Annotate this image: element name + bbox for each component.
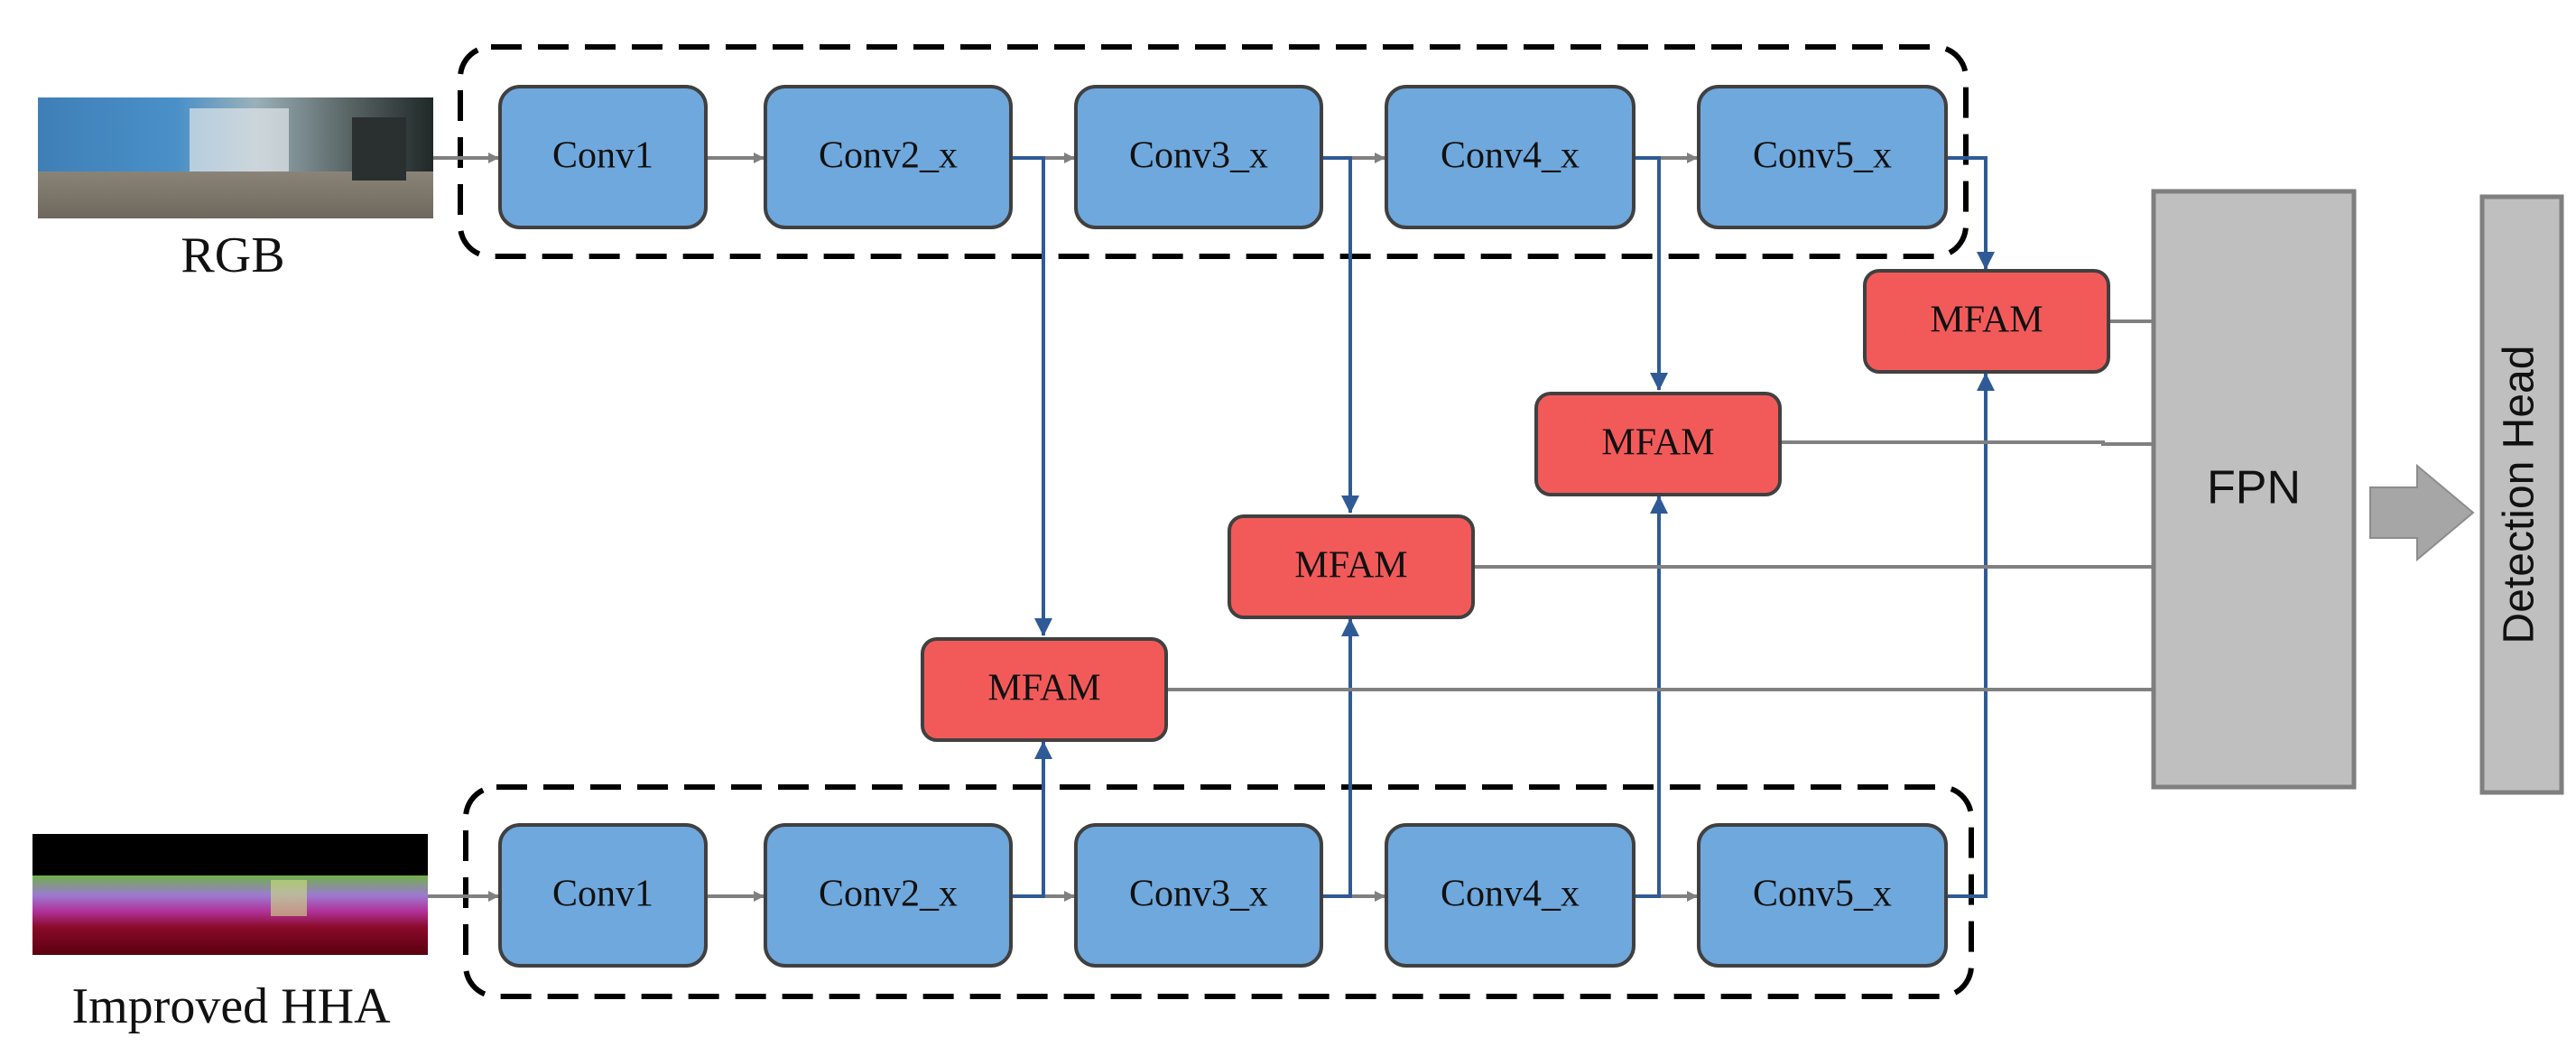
mfam-module-1-label: MFAM: [987, 668, 1100, 709]
rgb-conv3-label: Conv3_x: [1129, 135, 1268, 177]
rgb-conv2-label: Conv2_x: [819, 135, 958, 177]
hha-conv2-label: Conv2_x: [819, 874, 958, 915]
hha-conv2-block: Conv2_x: [764, 823, 1013, 968]
hha-conv5-label: Conv5_x: [1753, 874, 1892, 915]
mfam-module-1: MFAM: [921, 637, 1168, 742]
detection-head-block: Detection Head: [2479, 194, 2564, 795]
hha-label: Improved HHA: [71, 978, 391, 1034]
fpn-label: FPN: [2207, 462, 2301, 514]
hha-conv4-block: Conv4_x: [1385, 823, 1635, 968]
hha-conv1-block: Conv1: [498, 823, 708, 968]
mfam-module-4-label: MFAM: [1930, 300, 2043, 341]
rgb-encoder-frame: [458, 44, 1969, 259]
fpn-to-head-arrow: [2369, 463, 2475, 562]
hha-conv5-block: Conv5_x: [1697, 823, 1948, 968]
rgb-conv5-block: Conv5_x: [1697, 85, 1948, 229]
mfam-module-2-label: MFAM: [1294, 545, 1407, 587]
hha-conv3-block: Conv3_x: [1074, 823, 1323, 968]
hha-to-mfam-arrows: [1013, 373, 1995, 898]
detection-head-label: Detection Head: [2496, 346, 2544, 644]
hha-encoder-frame: [463, 784, 1974, 999]
rgb-conv5-label: Conv5_x: [1753, 135, 1892, 177]
hha-input-image: [32, 834, 428, 955]
hha-conv4-label: Conv4_x: [1441, 874, 1580, 915]
rgb-input-image: [38, 97, 433, 218]
fpn-block: FPN: [2151, 189, 2357, 790]
rgb-conv3-block: Conv3_x: [1074, 85, 1323, 229]
mfam-module-4: MFAM: [1863, 269, 2110, 374]
rgb-conv1-block: Conv1: [498, 85, 708, 229]
rgb-conv4-label: Conv4_x: [1441, 135, 1580, 177]
hha-conv3-label: Conv3_x: [1129, 874, 1268, 915]
rgb-label: RGB: [181, 227, 284, 283]
rgb-conv2-block: Conv2_x: [764, 85, 1013, 229]
mfam-to-fpn-lines: [1168, 320, 2154, 691]
hha-conv1-label: Conv1: [552, 874, 653, 915]
rgb-conv4-block: Conv4_x: [1385, 85, 1635, 229]
rgb-conv1-label: Conv1: [552, 135, 653, 177]
mfam-module-3-label: MFAM: [1601, 422, 1714, 464]
mfam-module-2: MFAM: [1228, 514, 1475, 619]
rgb-to-mfam-arrows: [1013, 156, 1995, 636]
mfam-module-3: MFAM: [1534, 392, 1782, 496]
